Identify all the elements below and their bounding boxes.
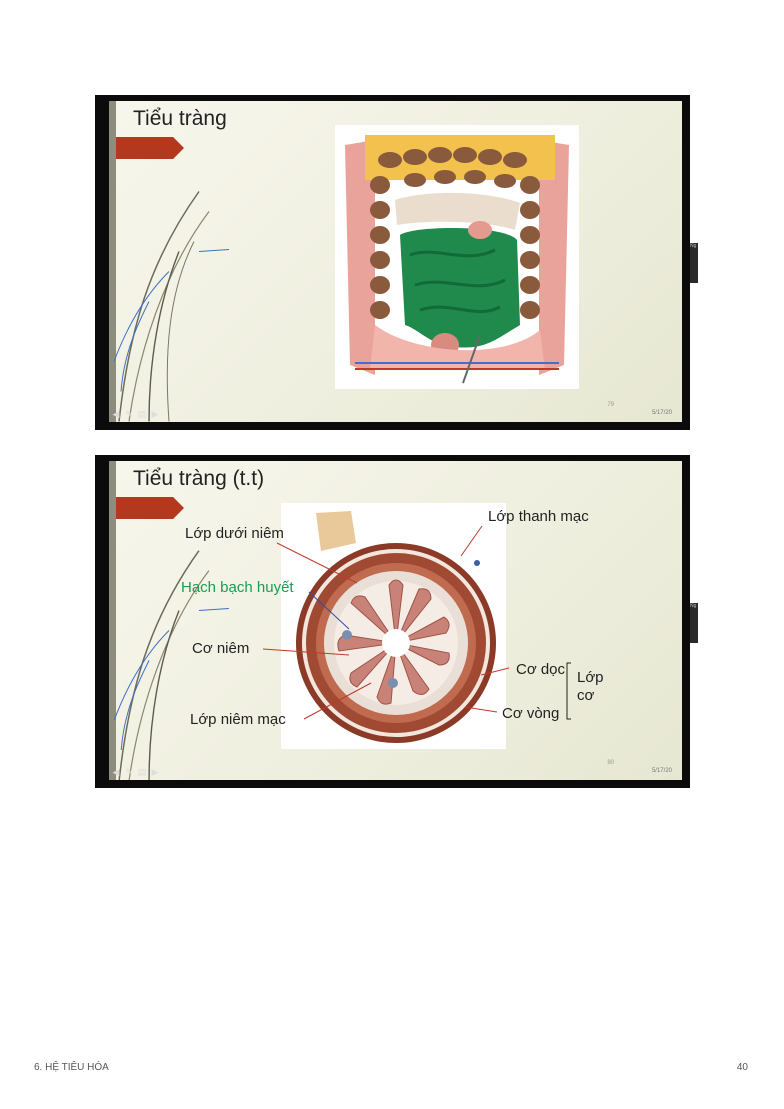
label-lop-co-line1: Lớp [577,669,604,686]
title-ribbon [116,137,184,159]
slide-side-strip [109,101,116,422]
pen-icon[interactable]: ✎ [125,409,133,419]
slide-title: Tiểu tràng (t.t) [133,467,265,490]
side-tab: Ng [690,603,698,643]
slide-title: Tiểu tràng [133,107,227,130]
label-lop-niem-mac: Lớp niêm mạc [190,711,286,728]
label-leader-lines [262,525,571,720]
label-co-doc: Cơ dọc [516,661,566,678]
side-tab: Ng [690,243,698,283]
slide-number: 79 [607,402,614,408]
slide-date: 5/17/20 [651,768,672,774]
menu-icon[interactable]: ▤ [137,767,147,777]
footer-section-title: 6. HỆ TIÊU HÓA [34,1062,109,1073]
footer-page-number: 40 [736,1062,748,1073]
slide-number: 80 [607,760,614,766]
label-co-vong: Cơ vòng [502,705,560,722]
arrow-left-icon[interactable]: ◀ [112,767,120,777]
label-lop-co-line2: cơ [577,687,595,704]
title-ribbon [116,497,184,519]
label-hach-bach-huyet: Hạch bạch huyết [181,579,294,596]
label-lop-duoi-niem: Lớp dưới niêm [185,525,284,542]
slide-1: Tiểu tràng [95,95,698,430]
slide-date: 5/17/20 [651,410,672,416]
slide-nav-bar: ◀ ✎ ▤ ▶ [111,409,160,420]
arrow-right-icon[interactable]: ▶ [151,409,159,419]
menu-icon[interactable]: ▤ [137,409,147,419]
label-co-niem: Cơ niêm [192,640,250,657]
decorative-stems [113,550,229,780]
slide-nav-bar: ◀ ✎ ▤ ▶ [111,767,160,778]
slide-1-content: Tiểu tràng [109,101,682,422]
slide-side-strip [109,461,116,780]
arrow-right-icon[interactable]: ▶ [151,767,159,777]
slide-2-content: Tiểu tràng (t.t) [109,461,682,780]
label-lop-thanh-mac: Lớp thanh mạc [488,508,589,525]
slide-2: Tiểu tràng (t.t) [95,455,698,788]
small-intestine-abdomen-illustration [335,125,579,389]
pen-icon[interactable]: ✎ [125,767,133,777]
decorative-stems [113,191,230,422]
arrow-left-icon[interactable]: ◀ [112,409,120,419]
